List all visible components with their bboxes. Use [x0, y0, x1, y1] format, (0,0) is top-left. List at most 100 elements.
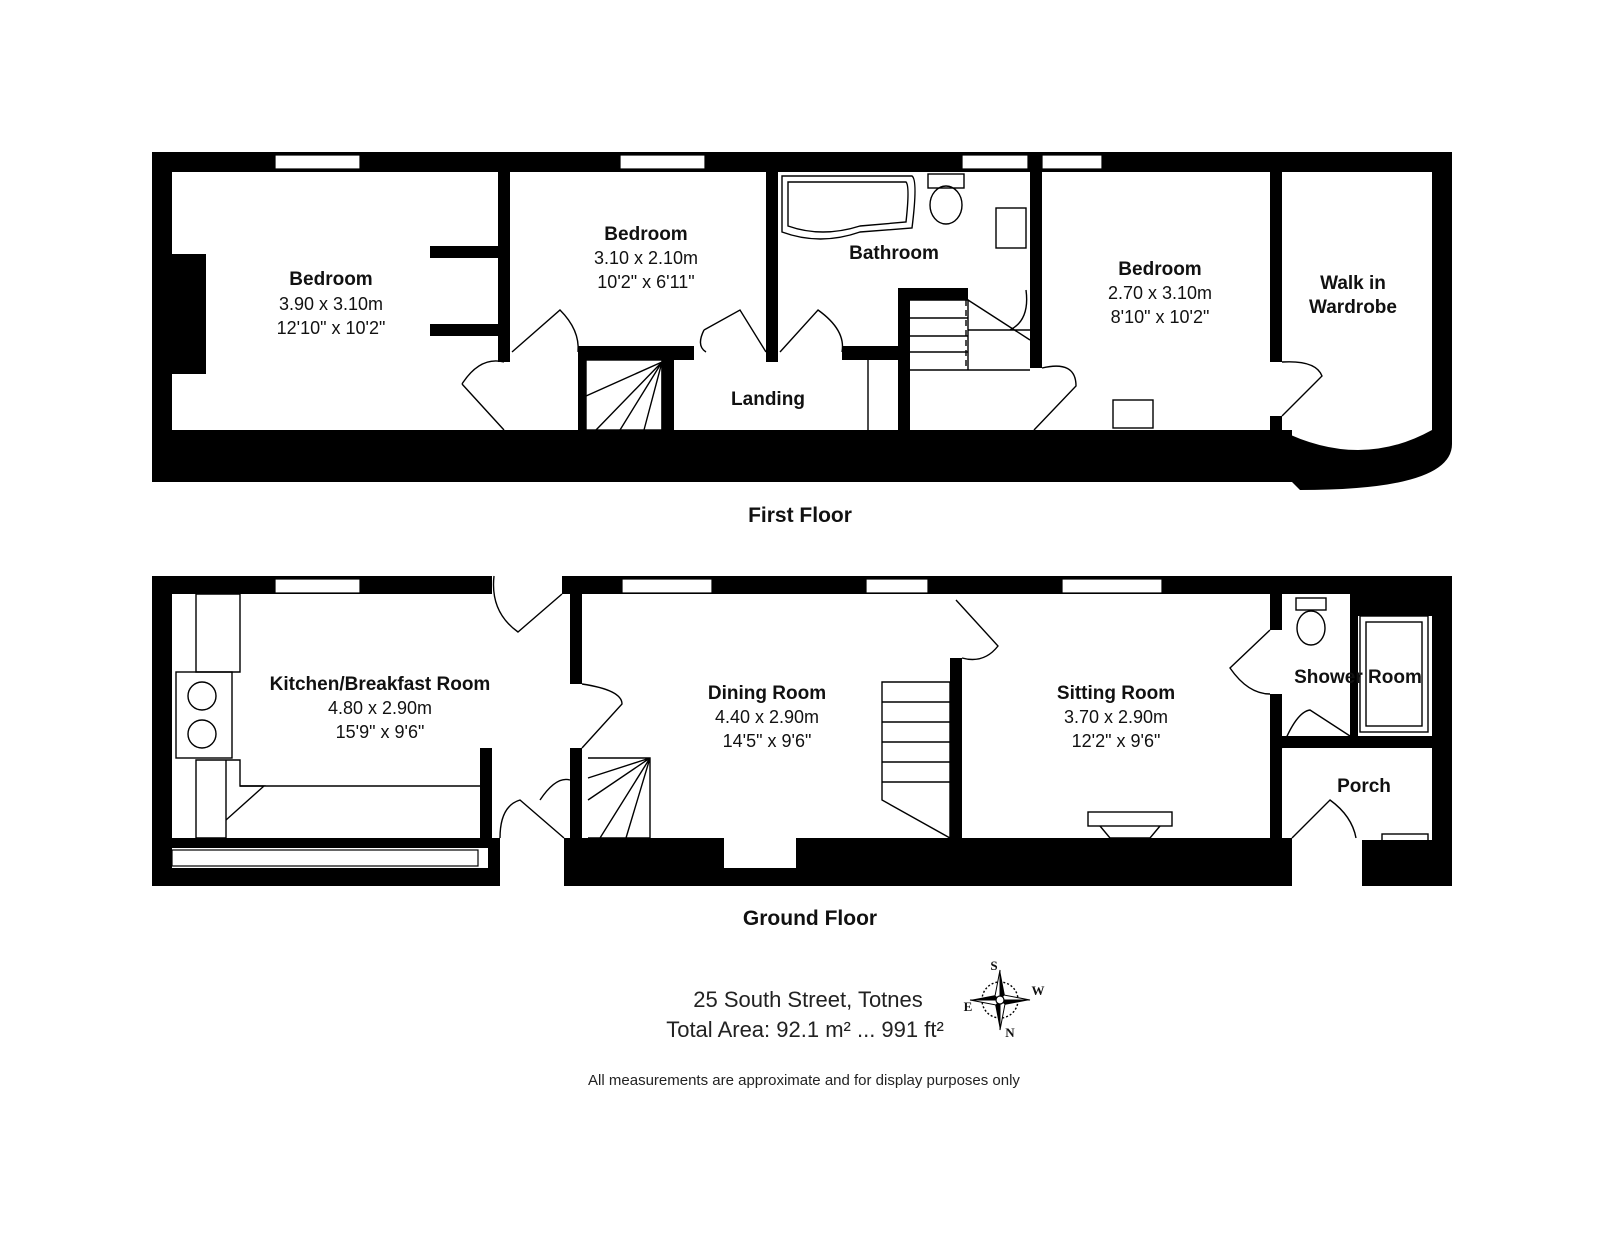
- wall: [1350, 594, 1358, 736]
- wall: [1030, 172, 1042, 368]
- door-swing: [1291, 799, 1357, 839]
- room-metric: 2.70 x 3.10m: [1108, 283, 1212, 303]
- room-name: Dining Room: [708, 683, 826, 704]
- wall: [1282, 736, 1432, 748]
- door-swing: [492, 575, 563, 633]
- wall: [562, 576, 1452, 594]
- floor-caption: Ground Floor: [743, 907, 877, 930]
- room-name: Kitchen/Breakfast Room: [270, 674, 491, 695]
- footer: 25 South Street, Totnes Total Area: 92.1…: [588, 958, 1044, 1089]
- room-imperial: 8'10" x 10'2": [1111, 307, 1210, 327]
- door-swing: [1281, 361, 1323, 417]
- wall: [152, 152, 1452, 172]
- wall: [430, 324, 498, 336]
- staircase: [585, 359, 663, 431]
- room-metric: 4.80 x 2.90m: [328, 698, 432, 718]
- wall: [152, 152, 172, 482]
- floor-caption: First Floor: [748, 504, 852, 527]
- room-name-line2: Wardrobe: [1309, 297, 1397, 318]
- wall: [570, 748, 582, 848]
- door-swing: [1009, 289, 1028, 331]
- wall: [662, 346, 674, 430]
- toilet-cistern: [1295, 597, 1327, 611]
- wall: [480, 748, 492, 838]
- wall: [766, 172, 778, 362]
- room-imperial: 12'10" x 10'2": [277, 318, 386, 338]
- kitchen-diagonal: [225, 785, 266, 821]
- room-name: Bedroom: [1118, 259, 1201, 280]
- door-swing: [461, 360, 505, 431]
- hob-ring: [187, 719, 217, 749]
- door-swing: [581, 683, 623, 749]
- window: [1041, 154, 1103, 170]
- toilet-bowl: [1296, 610, 1326, 646]
- wall: [578, 346, 694, 360]
- window: [865, 578, 929, 594]
- window: [274, 154, 361, 170]
- disclaimer: All measurements are approximate and for…: [588, 1072, 1020, 1089]
- wall: [498, 172, 510, 362]
- wall: [488, 838, 500, 886]
- kitchen-worktop: [195, 593, 480, 839]
- wall: [152, 868, 500, 886]
- room-metric: 3.70 x 2.90m: [1064, 707, 1168, 727]
- wall: [570, 594, 582, 684]
- compass-s: S: [990, 958, 997, 973]
- wall: [898, 288, 910, 430]
- wall: [796, 838, 1292, 886]
- room-imperial: 14'5" x 9'6": [723, 731, 812, 751]
- room-name: Bedroom: [289, 269, 372, 290]
- ground-floor-plan: Kitchen/Breakfast Room 4.80 x 2.90m 15'9…: [152, 575, 1452, 930]
- wall: [950, 658, 962, 848]
- staircase: [881, 681, 951, 840]
- wall: [842, 346, 898, 360]
- staircase: [587, 757, 651, 839]
- window: [274, 578, 361, 594]
- room-name: Landing: [731, 389, 805, 410]
- total-area: Total Area: 92.1 m² ... 991 ft²: [666, 1017, 944, 1042]
- bathtub: [781, 175, 916, 240]
- door-swing: [955, 599, 999, 661]
- fireplace-opening: [1099, 825, 1161, 839]
- shower-tray-inner: [1365, 621, 1423, 727]
- room-name: Bathroom: [849, 243, 939, 264]
- wall: [1270, 172, 1282, 362]
- room-imperial: 12'2" x 9'6": [1072, 731, 1161, 751]
- room-name: Porch: [1337, 776, 1391, 797]
- porch-cupboard: [1381, 833, 1429, 869]
- room-name: Walk in: [1320, 273, 1386, 294]
- wash-basin: [1112, 399, 1154, 429]
- door-swing: [1229, 629, 1271, 695]
- room-name: Shower Room: [1294, 667, 1422, 688]
- wall: [578, 346, 586, 430]
- door-swing: [1033, 365, 1077, 431]
- compass-w: W: [1032, 983, 1045, 998]
- wardrobe-curved-wall: [1280, 430, 1452, 490]
- toilet-bowl: [929, 185, 963, 225]
- window: [1061, 578, 1163, 594]
- wall: [1270, 594, 1282, 630]
- wall: [898, 288, 968, 300]
- address: 25 South Street, Totnes: [693, 987, 923, 1012]
- wall: [152, 576, 172, 886]
- staircase: [910, 299, 1031, 371]
- wall: [430, 246, 498, 258]
- door-swing: [511, 309, 579, 353]
- room-metric: 4.40 x 2.90m: [715, 707, 819, 727]
- wall: [1432, 152, 1452, 444]
- compass-rose-icon: S W N E: [964, 958, 1045, 1040]
- fireplace: [1087, 811, 1173, 827]
- door-swing: [779, 309, 844, 353]
- compass-n: N: [1005, 1025, 1015, 1040]
- door-swing: [499, 799, 565, 839]
- room-name: Bedroom: [604, 224, 687, 245]
- bathtub-inner: [787, 181, 909, 233]
- wall: [1432, 576, 1452, 886]
- window: [619, 154, 706, 170]
- room-imperial: 15'9" x 9'6": [336, 722, 425, 742]
- compass-e: E: [964, 999, 973, 1014]
- wall: [1270, 416, 1282, 432]
- first-floor-plan: Bedroom 3.90 x 3.10m 12'10" x 10'2" Bedr…: [152, 152, 1452, 527]
- toilet-cistern: [927, 173, 965, 189]
